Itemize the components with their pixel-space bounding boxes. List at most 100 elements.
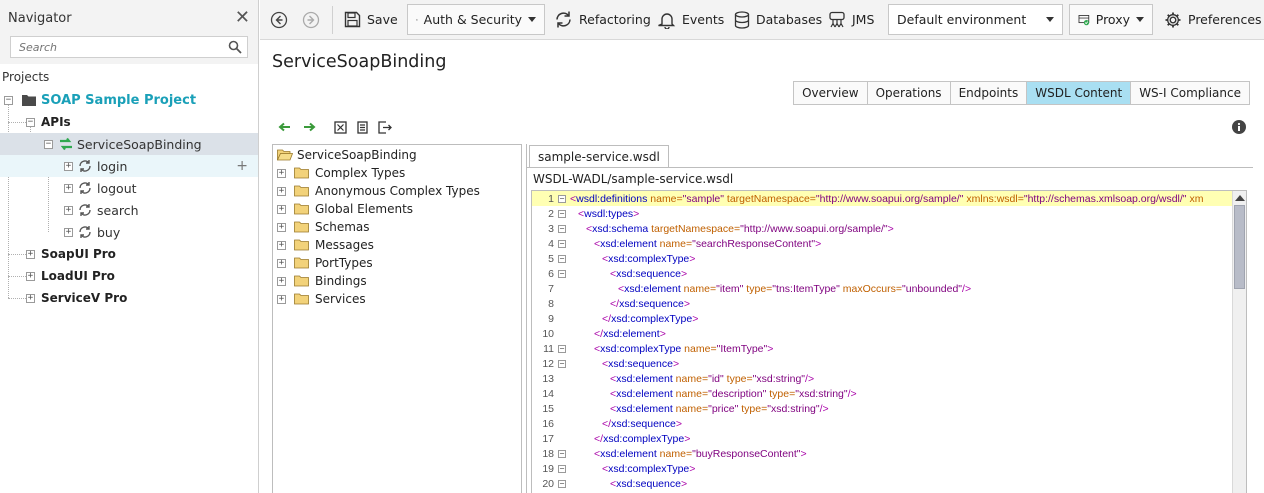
collapse-icon[interactable]: −: [558, 463, 566, 473]
forward-button[interactable]: [302, 4, 326, 35]
tree-item-buy[interactable]: + buy: [0, 221, 258, 243]
expand-icon[interactable]: +: [64, 226, 73, 237]
expand-icon[interactable]: +: [64, 182, 73, 193]
code-token: name=: [672, 372, 709, 385]
line-number: 5: [548, 252, 554, 265]
scrollbar-thumb[interactable]: [1234, 205, 1245, 289]
file-path: WSDL-WADL/sample-service.wsdl: [533, 172, 734, 186]
tree-item-project[interactable]: − SOAP Sample Project: [0, 89, 258, 111]
code-token: xm: [1186, 192, 1204, 205]
search-icon[interactable]: [228, 40, 242, 54]
tree-item-binding[interactable]: − ServiceSoapBinding: [0, 133, 258, 155]
add-icon[interactable]: +: [236, 158, 248, 174]
wsdl-tree-item[interactable]: +Global Elements: [277, 200, 413, 218]
expand-icon[interactable]: +: [26, 292, 35, 303]
tree-line: [8, 254, 28, 255]
tab-endpoints[interactable]: Endpoints: [950, 81, 1028, 105]
wsdl-tree-item[interactable]: +Bindings: [277, 272, 367, 290]
wsdl-tree-label: Schemas: [315, 220, 370, 234]
code-token: </: [602, 312, 612, 325]
databases-button[interactable]: Databases: [734, 4, 822, 35]
tree-item-logout[interactable]: + logout: [0, 177, 258, 199]
tree-item-label: APIs: [41, 115, 71, 129]
vertical-scrollbar[interactable]: [1232, 191, 1246, 493]
collapse-icon[interactable]: −: [26, 116, 35, 127]
tab-underline: [527, 167, 1253, 168]
tree-item-label: LoadUI Pro: [41, 269, 115, 283]
code-token: >: [815, 237, 822, 250]
collapse-icon[interactable]: −: [44, 138, 53, 149]
tab-operations[interactable]: Operations: [867, 81, 951, 105]
expand-icon[interactable]: +: [277, 293, 286, 304]
environment-select[interactable]: Default environment: [888, 4, 1063, 35]
code-line: 8</xsd:sequence>: [532, 296, 1232, 311]
tab-ws-i-compliance[interactable]: WS-I Compliance: [1131, 81, 1250, 105]
wsdl-tree-item[interactable]: +Services: [277, 290, 366, 308]
code-token: xsd:sequence: [616, 267, 681, 280]
expand-icon[interactable]: +: [277, 185, 286, 196]
document-icon[interactable]: [357, 120, 368, 134]
expand-icon[interactable]: +: [277, 275, 286, 286]
tree-item-soapui-pro[interactable]: + SoapUI Pro: [0, 243, 258, 265]
scroll-up-icon[interactable]: [1235, 195, 1245, 201]
auth-security-button[interactable]: Auth & Security: [407, 4, 545, 35]
expand-icon[interactable]: +: [277, 257, 286, 268]
collapse-icon[interactable]: −: [558, 193, 566, 203]
refactoring-button[interactable]: Refactoring: [554, 4, 651, 35]
wsdl-tree-item[interactable]: +Complex Types: [277, 164, 405, 182]
events-button[interactable]: Events: [658, 4, 724, 35]
expand-icon[interactable]: +: [277, 167, 286, 178]
expand-icon[interactable]: +: [277, 221, 286, 232]
jms-button[interactable]: JMS: [828, 4, 874, 35]
proxy-button[interactable]: Proxy: [1069, 4, 1153, 35]
collapse-icon[interactable]: −: [558, 358, 566, 368]
fold-gutter: −: [556, 463, 568, 473]
collapse-icon[interactable]: −: [558, 343, 566, 353]
wsdl-tree-item[interactable]: +Messages: [277, 236, 374, 254]
wsdl-tree-root[interactable]: ServiceSoapBinding: [277, 146, 417, 164]
code-token: "tns:ItemType": [772, 282, 840, 295]
code-token: "description": [708, 387, 767, 400]
tree-item-login[interactable]: + login +: [0, 155, 258, 177]
collapse-icon[interactable]: −: [4, 94, 13, 105]
xml-editor[interactable]: 1−<wsdl:definitions name="sample" target…: [531, 190, 1247, 493]
collapse-icon[interactable]: −: [558, 238, 566, 248]
code-text: <xsd:complexType name="ItemType">: [568, 343, 773, 355]
expand-all-icon[interactable]: [334, 120, 347, 134]
arrow-left-icon[interactable]: [278, 122, 291, 132]
expand-icon[interactable]: +: [64, 204, 73, 215]
collapse-icon[interactable]: −: [558, 478, 566, 488]
expand-icon[interactable]: +: [64, 160, 73, 171]
preferences-button[interactable]: Preferences: [1164, 4, 1262, 35]
expand-icon[interactable]: +: [26, 270, 35, 281]
info-icon[interactable]: [1232, 120, 1246, 134]
tree-item-search[interactable]: + search: [0, 199, 258, 221]
export-icon[interactable]: [378, 120, 392, 134]
tree-item-loadui-pro[interactable]: + LoadUI Pro: [0, 265, 258, 287]
search-input[interactable]: [11, 37, 247, 57]
tree-item-servicev-pro[interactable]: + ServiceV Pro: [0, 287, 258, 309]
collapse-icon[interactable]: −: [558, 208, 566, 218]
save-button[interactable]: Save: [344, 4, 398, 35]
expand-icon[interactable]: +: [26, 248, 35, 259]
collapse-icon[interactable]: −: [558, 448, 566, 458]
close-icon[interactable]: ✕: [234, 7, 250, 28]
tab-wsdl-content[interactable]: WSDL Content: [1027, 81, 1132, 105]
back-button[interactable]: [270, 4, 294, 35]
tree-item-apis[interactable]: − APIs: [0, 111, 258, 133]
tab-overview[interactable]: Overview: [793, 81, 868, 105]
collapse-icon[interactable]: −: [558, 223, 566, 233]
code-token: <: [610, 477, 617, 490]
code-line: 2−<wsdl:types>: [532, 206, 1232, 221]
code-token: xsd:complexType: [600, 342, 682, 355]
collapse-icon[interactable]: −: [558, 268, 566, 278]
wsdl-tree-item[interactable]: +Anonymous Complex Types: [277, 182, 480, 200]
file-tab[interactable]: sample-service.wsdl: [529, 145, 669, 167]
expand-icon[interactable]: +: [277, 239, 286, 250]
collapse-icon[interactable]: −: [558, 253, 566, 263]
wsdl-tree-item[interactable]: +PortTypes: [277, 254, 373, 272]
arrow-right-icon[interactable]: [303, 122, 316, 132]
wsdl-tree-item[interactable]: + Schemas: [277, 218, 370, 236]
code-line: 13<xsd:element name="id" type="xsd:strin…: [532, 371, 1232, 386]
expand-icon[interactable]: +: [277, 203, 286, 214]
